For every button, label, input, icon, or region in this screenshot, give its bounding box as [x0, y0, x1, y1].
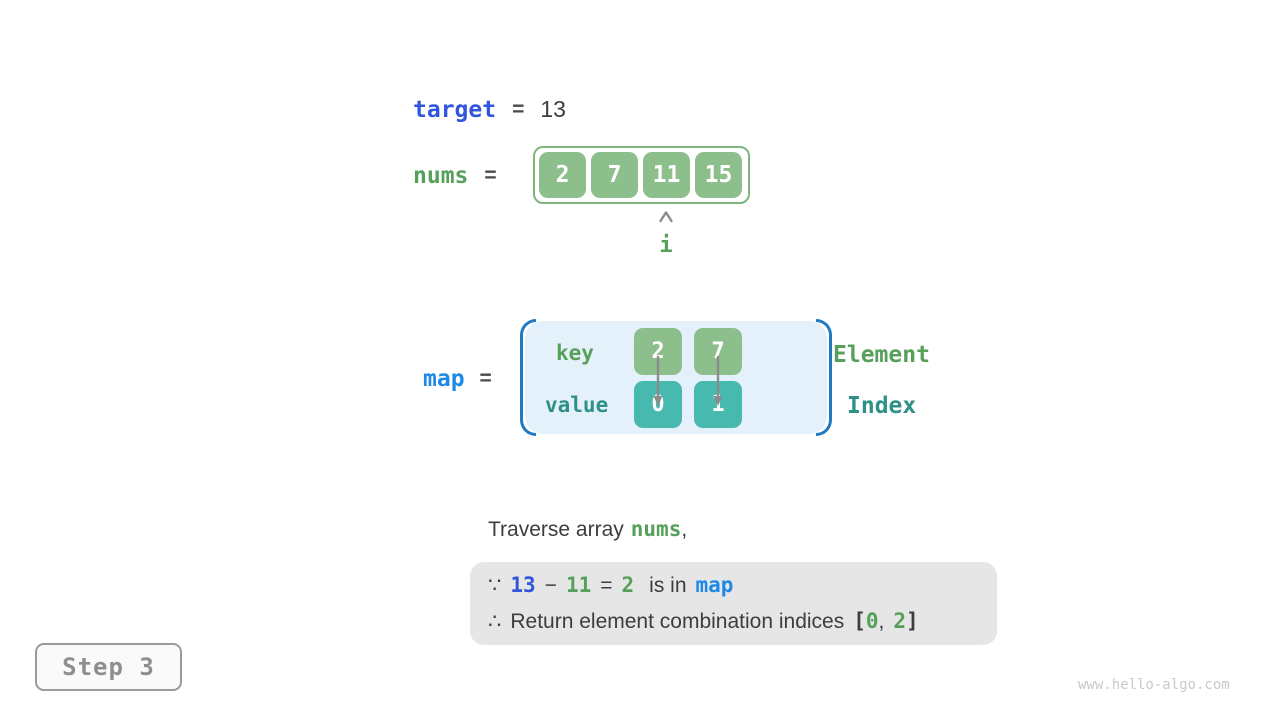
- caption-nums-token: nums: [630, 517, 682, 541]
- caption-comma: ,: [681, 518, 688, 541]
- nums-variable-name: nums: [413, 163, 469, 189]
- target-variable-name: target: [413, 96, 497, 123]
- left-bracket: [: [853, 609, 866, 633]
- key-to-value-arrow-icon: [713, 356, 723, 406]
- step-badge: Step 3: [35, 643, 182, 691]
- minus-sign: −: [544, 574, 557, 597]
- element-annotation: Element: [833, 342, 930, 368]
- note-map-token: map: [695, 573, 734, 597]
- map-left-bracket: [520, 319, 536, 436]
- note-index0: 0: [865, 609, 879, 633]
- caption-line: Traverse array nums ,: [488, 517, 687, 542]
- map-right-bracket: [816, 319, 832, 436]
- note-diff-value: 2: [621, 573, 635, 597]
- nums-equals-sign: =: [484, 164, 497, 187]
- nums-array-container: 2 7 11 15: [533, 146, 750, 204]
- note-is-in-text: is in: [649, 574, 687, 597]
- map-variable-row: map =: [423, 366, 492, 392]
- target-equals-sign: =: [512, 97, 525, 121]
- index-annotation: Index: [847, 393, 917, 419]
- note-comma: ,: [878, 610, 885, 633]
- note-line-therefore: ∴ Return element combination indices [ 0…: [488, 609, 979, 634]
- map-equals-sign: =: [479, 367, 492, 390]
- map-variable-name: map: [423, 366, 465, 392]
- nums-array-cell: 7: [591, 152, 638, 198]
- note-return-text: Return element combination indices: [510, 610, 845, 633]
- note-index1: 2: [893, 609, 907, 633]
- watermark-text: www.hello-algo.com: [1078, 677, 1230, 693]
- target-variable-row: target = 13: [413, 96, 566, 123]
- nums-array-cell: 15: [695, 152, 742, 198]
- map-key-label: key: [556, 341, 594, 365]
- target-value: 13: [540, 96, 566, 122]
- note-target-value: 13: [510, 573, 536, 597]
- caption-prefix: Traverse array: [488, 518, 624, 541]
- nums-array-cell: 2: [539, 152, 586, 198]
- note-current-value: 11: [565, 573, 592, 597]
- key-to-value-arrow-icon: [653, 356, 663, 406]
- note-equals-sign: =: [600, 574, 613, 597]
- map-value-label: value: [545, 393, 609, 417]
- conclusion-note-box: ∵ 13 − 11 = 2 is in map ∴ Return element…: [470, 562, 997, 645]
- nums-variable-row: nums =: [413, 163, 497, 189]
- map-container: key value 2 7 0 1: [520, 319, 832, 436]
- note-line-because: ∵ 13 − 11 = 2 is in map: [488, 573, 979, 598]
- because-symbol: ∵: [488, 574, 502, 597]
- nums-array-cell: 11: [643, 152, 690, 198]
- pointer-up-chevron-icon: [659, 211, 673, 223]
- map-key-cell: 2: [634, 328, 682, 375]
- therefore-symbol: ∴: [488, 610, 502, 633]
- pointer-label-i: i: [659, 233, 673, 258]
- right-bracket: ]: [906, 609, 919, 633]
